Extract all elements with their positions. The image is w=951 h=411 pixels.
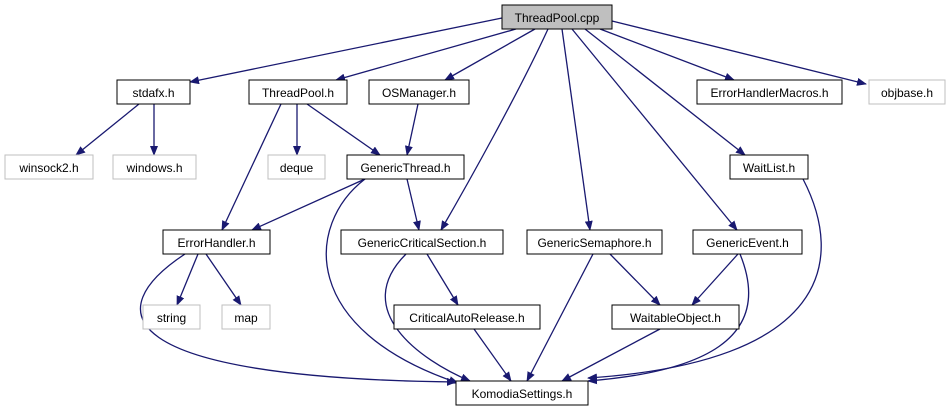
edge-root-to-gensem bbox=[561, 28, 593, 231]
node-label-waitable: WaitableObject.h bbox=[630, 311, 721, 325]
node-map: map bbox=[221, 304, 271, 330]
node-string: string bbox=[142, 304, 201, 330]
node-root[interactable]: ThreadPool.cpp bbox=[501, 4, 613, 30]
node-box-waitable bbox=[611, 304, 740, 330]
node-box-komodia bbox=[455, 380, 589, 406]
edge-genthread-to-komodia bbox=[325, 178, 459, 384]
node-waitlist[interactable]: WaitList.h bbox=[729, 154, 809, 180]
node-waitable[interactable]: WaitableObject.h bbox=[611, 304, 740, 330]
node-box-waitlist bbox=[729, 154, 809, 180]
nodes-layer: ThreadPool.cpp stdafx.h ThreadPool.h OSMana… bbox=[4, 4, 946, 406]
node-errmacros[interactable]: ErrorHandlerMacros.h bbox=[696, 79, 843, 105]
edge-root-to-stdafx bbox=[189, 17, 503, 85]
edge-stdafx-to-winsock2 bbox=[75, 103, 140, 156]
node-genthread[interactable]: GenericThread.h bbox=[346, 154, 465, 180]
node-windows: windows.h bbox=[112, 154, 197, 180]
node-label-critauto: CriticalAutoRelease.h bbox=[409, 311, 524, 325]
node-box-errmacros bbox=[696, 79, 843, 105]
node-box-critauto bbox=[393, 304, 541, 330]
node-label-map: map bbox=[234, 311, 258, 325]
edge-threadpoolh-to-genthread bbox=[306, 103, 381, 156]
node-label-gencrit: GenericCriticalSection.h bbox=[358, 236, 487, 250]
node-box-map bbox=[221, 304, 271, 330]
node-box-genthread bbox=[346, 154, 465, 180]
edge-genthread-to-errhandler bbox=[251, 178, 366, 231]
node-label-winsock2: winsock2.h bbox=[18, 161, 78, 175]
node-label-genevent: GenericEvent.h bbox=[706, 236, 789, 250]
node-winsock2: winsock2.h bbox=[4, 154, 94, 180]
edge-root-to-threadpoolh bbox=[335, 28, 517, 82]
node-label-windows: windows.h bbox=[125, 161, 182, 175]
node-errhandler[interactable]: ErrorHandler.h bbox=[162, 229, 271, 255]
edge-root-to-osmanager bbox=[444, 28, 536, 81]
node-label-root: ThreadPool.cpp bbox=[515, 11, 600, 25]
edge-root-to-genevent bbox=[571, 28, 738, 231]
node-box-winsock2 bbox=[4, 154, 94, 180]
node-label-waitlist: WaitList.h bbox=[743, 161, 795, 175]
edge-waitlist-to-komodia bbox=[587, 178, 822, 382]
edge-gencrit-to-komodia bbox=[384, 253, 471, 382]
node-label-genthread: GenericThread.h bbox=[360, 161, 450, 175]
node-box-genevent bbox=[692, 229, 803, 255]
node-gencrit[interactable]: GenericCriticalSection.h bbox=[340, 229, 504, 255]
node-label-gensem: GenericSemaphore.h bbox=[537, 236, 651, 250]
node-box-root bbox=[501, 4, 613, 30]
edge-root-to-objbase bbox=[611, 20, 867, 86]
node-box-gencrit bbox=[340, 229, 504, 255]
edge-waitable-to-komodia bbox=[561, 328, 661, 382]
edge-errhandler-to-map bbox=[205, 253, 242, 306]
edge-gensem-to-komodia bbox=[526, 253, 594, 382]
node-osmanager[interactable]: OSManager.h bbox=[368, 79, 470, 105]
edge-critauto-to-komodia bbox=[473, 328, 512, 382]
edge-errhandler-to-string bbox=[176, 253, 199, 306]
node-label-string: string bbox=[157, 311, 186, 325]
node-box-objbase bbox=[868, 79, 946, 105]
node-box-threadpoolh bbox=[248, 79, 348, 105]
node-label-osmanager: OSManager.h bbox=[382, 86, 456, 100]
edge-root-to-errmacros bbox=[599, 28, 735, 81]
edge-root-to-gencrit bbox=[440, 28, 549, 231]
node-objbase: objbase.h bbox=[868, 79, 946, 105]
node-label-stdafx: stdafx.h bbox=[132, 86, 174, 100]
node-threadpoolh[interactable]: ThreadPool.h bbox=[248, 79, 348, 105]
node-deque: deque bbox=[267, 154, 326, 180]
node-genevent[interactable]: GenericEvent.h bbox=[692, 229, 803, 255]
node-box-stdafx bbox=[116, 79, 191, 105]
node-critauto[interactable]: CriticalAutoRelease.h bbox=[393, 304, 541, 330]
edge-genevent-to-waitable bbox=[691, 253, 739, 306]
node-label-deque: deque bbox=[280, 161, 314, 175]
edge-root-to-waitlist bbox=[584, 28, 746, 156]
node-box-errhandler bbox=[162, 229, 271, 255]
node-box-gensem bbox=[526, 229, 663, 255]
node-label-objbase: objbase.h bbox=[881, 86, 933, 100]
node-label-threadpoolh: ThreadPool.h bbox=[262, 86, 334, 100]
edges-layer bbox=[75, 17, 867, 386]
node-box-string bbox=[142, 304, 201, 330]
edge-threadpoolh-to-errhandler bbox=[221, 103, 282, 231]
node-box-deque bbox=[267, 154, 326, 180]
node-gensem[interactable]: GenericSemaphore.h bbox=[526, 229, 663, 255]
edge-gensem-to-waitable bbox=[609, 253, 661, 306]
edge-errhandler-to-komodia bbox=[139, 253, 457, 386]
edge-osmanager-to-genthread bbox=[404, 103, 419, 156]
node-stdafx[interactable]: stdafx.h bbox=[116, 79, 191, 105]
node-box-osmanager bbox=[368, 79, 470, 105]
node-label-errhandler: ErrorHandler.h bbox=[177, 236, 255, 250]
edge-genthread-to-gencrit bbox=[406, 178, 421, 231]
node-label-errmacros: ErrorHandlerMacros.h bbox=[710, 86, 828, 100]
node-box-windows bbox=[112, 154, 197, 180]
node-komodia[interactable]: KomodiaSettings.h bbox=[455, 380, 589, 406]
edge-genevent-to-komodia bbox=[587, 253, 750, 385]
edge-gencrit-to-critauto bbox=[426, 253, 459, 306]
node-label-komodia: KomodiaSettings.h bbox=[472, 387, 573, 401]
